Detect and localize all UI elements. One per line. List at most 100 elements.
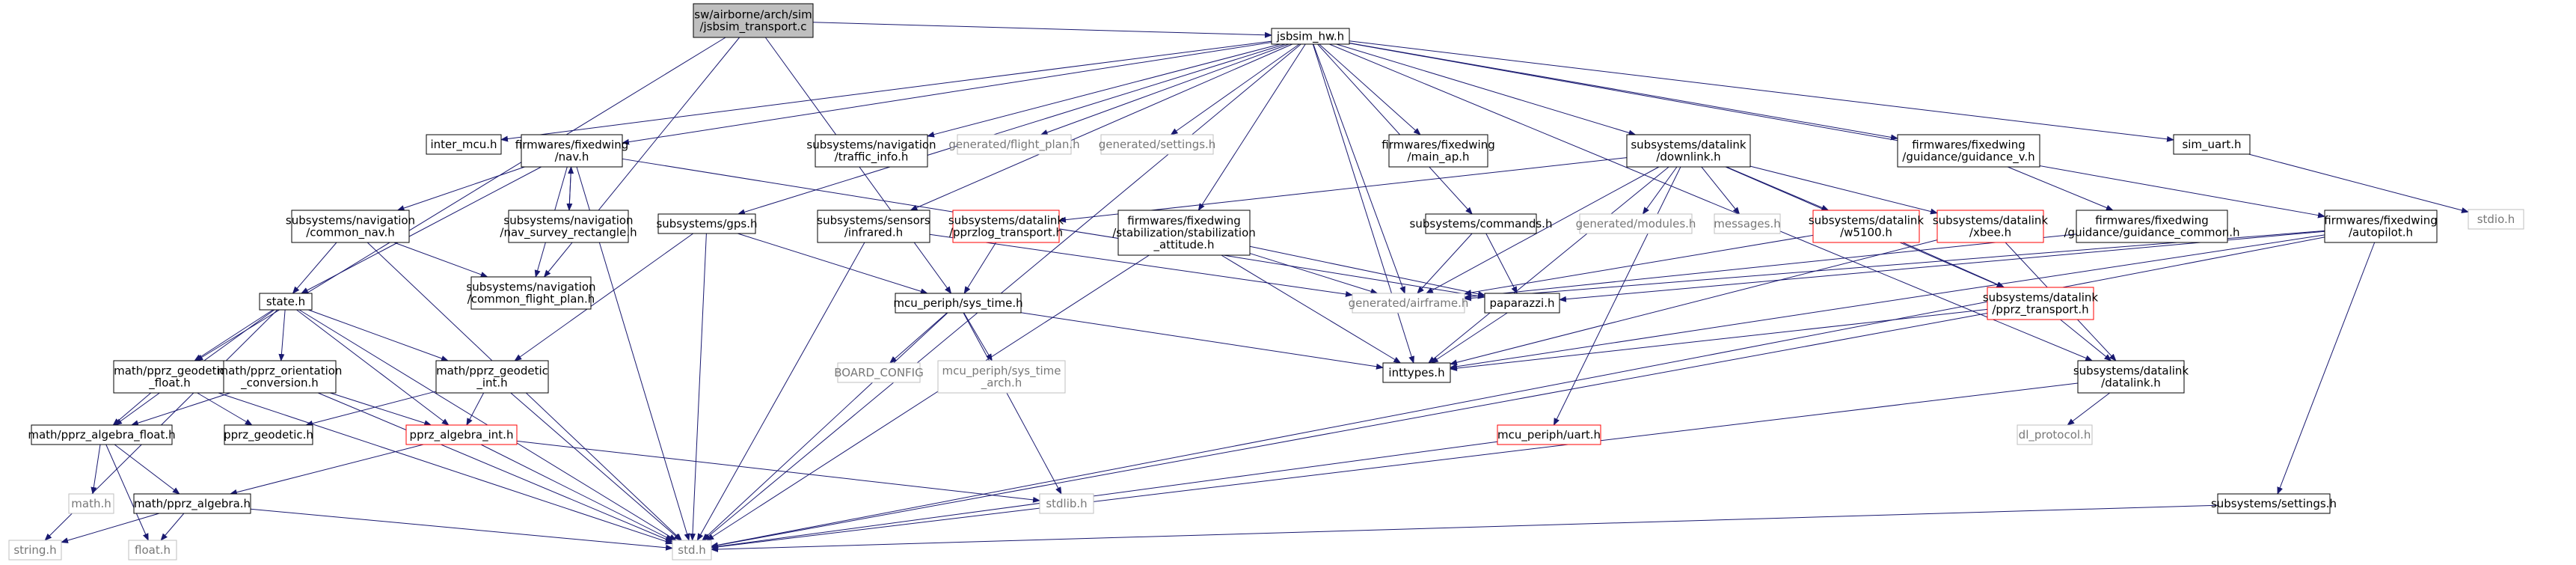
node-w5100[interactable]: subsystems/datalink/w5100.h [1809, 210, 1925, 243]
node-label: pprz_geodetic.h [224, 428, 313, 442]
node-algebra_int[interactable]: pprz_algebra_int.h [405, 424, 518, 445]
node-box [1039, 493, 1094, 514]
node-nav_survey_rect[interactable]: subsystems/navigation/nav_survey_rectang… [500, 210, 637, 243]
node-xbee[interactable]: subsystems/datalink/xbee.h [1933, 210, 2049, 243]
node-box [2017, 424, 2093, 445]
node-label: /pprzlog_transport.h [949, 226, 1063, 240]
node-flight_plan: generated/flight_plan.h [948, 134, 1080, 155]
node-commands[interactable]: subsystems/commands.h [1410, 213, 1553, 234]
node-box [1812, 210, 1920, 243]
node-infrared[interactable]: subsystems/sensors/infrared.h [817, 210, 930, 243]
node-label: /nav_survey_rectangle.h [500, 226, 637, 240]
edge-downlink-to-gen_modules [1642, 166, 1678, 215]
node-stab_attitude[interactable]: firmwares/fixedwing/stabilization/stabil… [1112, 210, 1256, 256]
edge-geodetic_float-to-std_h [218, 392, 673, 545]
node-box [657, 213, 756, 234]
node-sys_time[interactable]: mcu_periph/sys_time.h [893, 293, 1023, 314]
node-box [952, 210, 1060, 243]
node-root[interactable]: sw/airborne/arch/sim/jsbsim_transport.c [693, 3, 814, 38]
node-float_h: float.h [128, 540, 177, 561]
node-label: subsystems/datalink [948, 214, 1064, 227]
edge-geodetic_int-to-algebra_int [466, 392, 485, 426]
node-box [259, 293, 313, 311]
node-label: _attitude.h [1153, 238, 1214, 252]
node-pprz_geodetic[interactable]: pprz_geodetic.h [224, 424, 313, 445]
node-label: generated/settings.h [1099, 138, 1216, 151]
node-datalink[interactable]: subsystems/datalink/datalink.h [2073, 360, 2189, 394]
node-inter_mcu[interactable]: inter_mcu.h [426, 134, 502, 155]
node-box [224, 424, 313, 445]
node-geodetic_int[interactable]: math/pprz_geodetic_int.h [435, 360, 549, 394]
node-label: /stabilization/stabilization [1112, 226, 1256, 239]
node-fw_nav[interactable]: firmwares/fixedwing/nav.h [515, 134, 628, 168]
node-inttypes[interactable]: inttypes.h [1382, 362, 1451, 383]
node-guidance_common[interactable]: firmwares/fixedwing/guidance/guidance_co… [2064, 210, 2240, 243]
node-mcu_uart[interactable]: mcu_periph/uart.h [1497, 424, 1601, 445]
node-pprz_algebra[interactable]: math/pprz_algebra.h [133, 493, 251, 514]
node-sim_uart[interactable]: sim_uart.h [2173, 134, 2251, 155]
node-state[interactable]: state.h [259, 293, 313, 311]
node-pprzlog_transport[interactable]: subsystems/datalink/pprzlog_transport.h [948, 210, 1064, 243]
node-box [2173, 134, 2251, 155]
edge-pprz_algebra-to-string_h [61, 513, 160, 543]
node-downlink[interactable]: subsystems/datalink/downlink.h [1626, 134, 1751, 168]
node-stdio: stdio.h [2468, 209, 2524, 230]
node-box [1117, 210, 1251, 256]
node-algebra_float[interactable]: math/pprz_algebra_float.h [28, 424, 176, 445]
node-pprz_transport[interactable]: subsystems/datalink/pprz_transport.h [1983, 287, 2099, 320]
node-box [1352, 293, 1465, 314]
node-label: subsystems/sensors [817, 214, 930, 227]
node-box [2217, 493, 2331, 514]
node-box [1897, 134, 2040, 168]
node-box [133, 493, 251, 514]
edge-sys_time-to-sys_time_arch [963, 312, 993, 361]
node-sub_settings[interactable]: subsystems/settings.h [2211, 493, 2337, 514]
node-label: string.h [13, 543, 56, 557]
node-common_nav[interactable]: subsystems/navigation/common_nav.h [286, 210, 415, 243]
node-geodetic_float[interactable]: math/pprz_geodetic_float.h [113, 360, 227, 394]
node-box [2468, 209, 2524, 230]
node-label: subsystems/datalink [1983, 291, 2099, 305]
node-label: math/pprz_geodetic [114, 364, 226, 379]
node-label: /infrared.h [844, 226, 903, 239]
edge-sub_settings-to-std_h [711, 504, 2218, 552]
node-box [521, 134, 623, 168]
node-box [1271, 28, 1350, 45]
edge-gps-to-std_h [690, 233, 707, 541]
edge-jsbsim_hw-to-main_ap [1319, 43, 1421, 135]
node-label: mcu_periph/uart.h [1497, 428, 1601, 442]
edge-orientation_conv-to-std_h [317, 392, 673, 543]
node-box [405, 424, 518, 445]
node-label: /common_nav.h [306, 226, 395, 240]
edge-mcu_uart-to-std_h [711, 441, 1498, 550]
node-autopilot[interactable]: firmwares/fixedwing/autopilot.h [2324, 210, 2438, 243]
edge-pprz_transport-to-inttypes [1450, 308, 1988, 371]
edge-infrared-to-std_h [696, 242, 865, 541]
edge-infrared-to-gen_airframe [929, 233, 1353, 297]
node-main_ap[interactable]: firmwares/fixedwing/main_ap.h [1381, 134, 1495, 168]
node-guidance_v[interactable]: firmwares/fixedwing/guidance/guidance_v.… [1897, 134, 2040, 168]
node-box [1484, 293, 1560, 314]
node-label: BOARD_CONFIG [834, 366, 923, 380]
edge-algebra_float-to-math_h [91, 444, 101, 495]
node-box [128, 540, 177, 561]
node-jsbsim_hw[interactable]: jsbsim_hw.h [1271, 28, 1350, 45]
node-gps[interactable]: subsystems/gps.h [656, 213, 758, 234]
node-label: /common_flight_plan.h [467, 293, 595, 307]
edge-pprz_transport-to-datalink [2060, 319, 2112, 361]
node-traffic_info[interactable]: subsystems/navigation/traffic_info.h [806, 134, 936, 168]
node-common_flight_plan[interactable]: subsystems/navigation/common_flight_plan… [466, 276, 596, 310]
edge-jsbsim_hw-to-std_h [702, 43, 1301, 541]
edge-root-to-jsbsim_hw [812, 22, 1272, 38]
edge-jsbsim_hw-to-autopilot [1349, 43, 2325, 219]
edge-algebra_int-to-stdlib [516, 440, 1040, 503]
node-box [693, 3, 814, 38]
node-stdlib: stdlib.h [1039, 493, 1094, 514]
node-paparazzi[interactable]: paparazzi.h [1484, 293, 1560, 314]
node-label: /main_ap.h [1407, 150, 1469, 165]
node-box [1388, 134, 1488, 168]
node-label: pprz_algebra_int.h [410, 428, 514, 442]
node-orientation_conv[interactable]: math/pprz_orientation_conversion.h [218, 360, 343, 394]
edges-layer [44, 22, 2469, 552]
